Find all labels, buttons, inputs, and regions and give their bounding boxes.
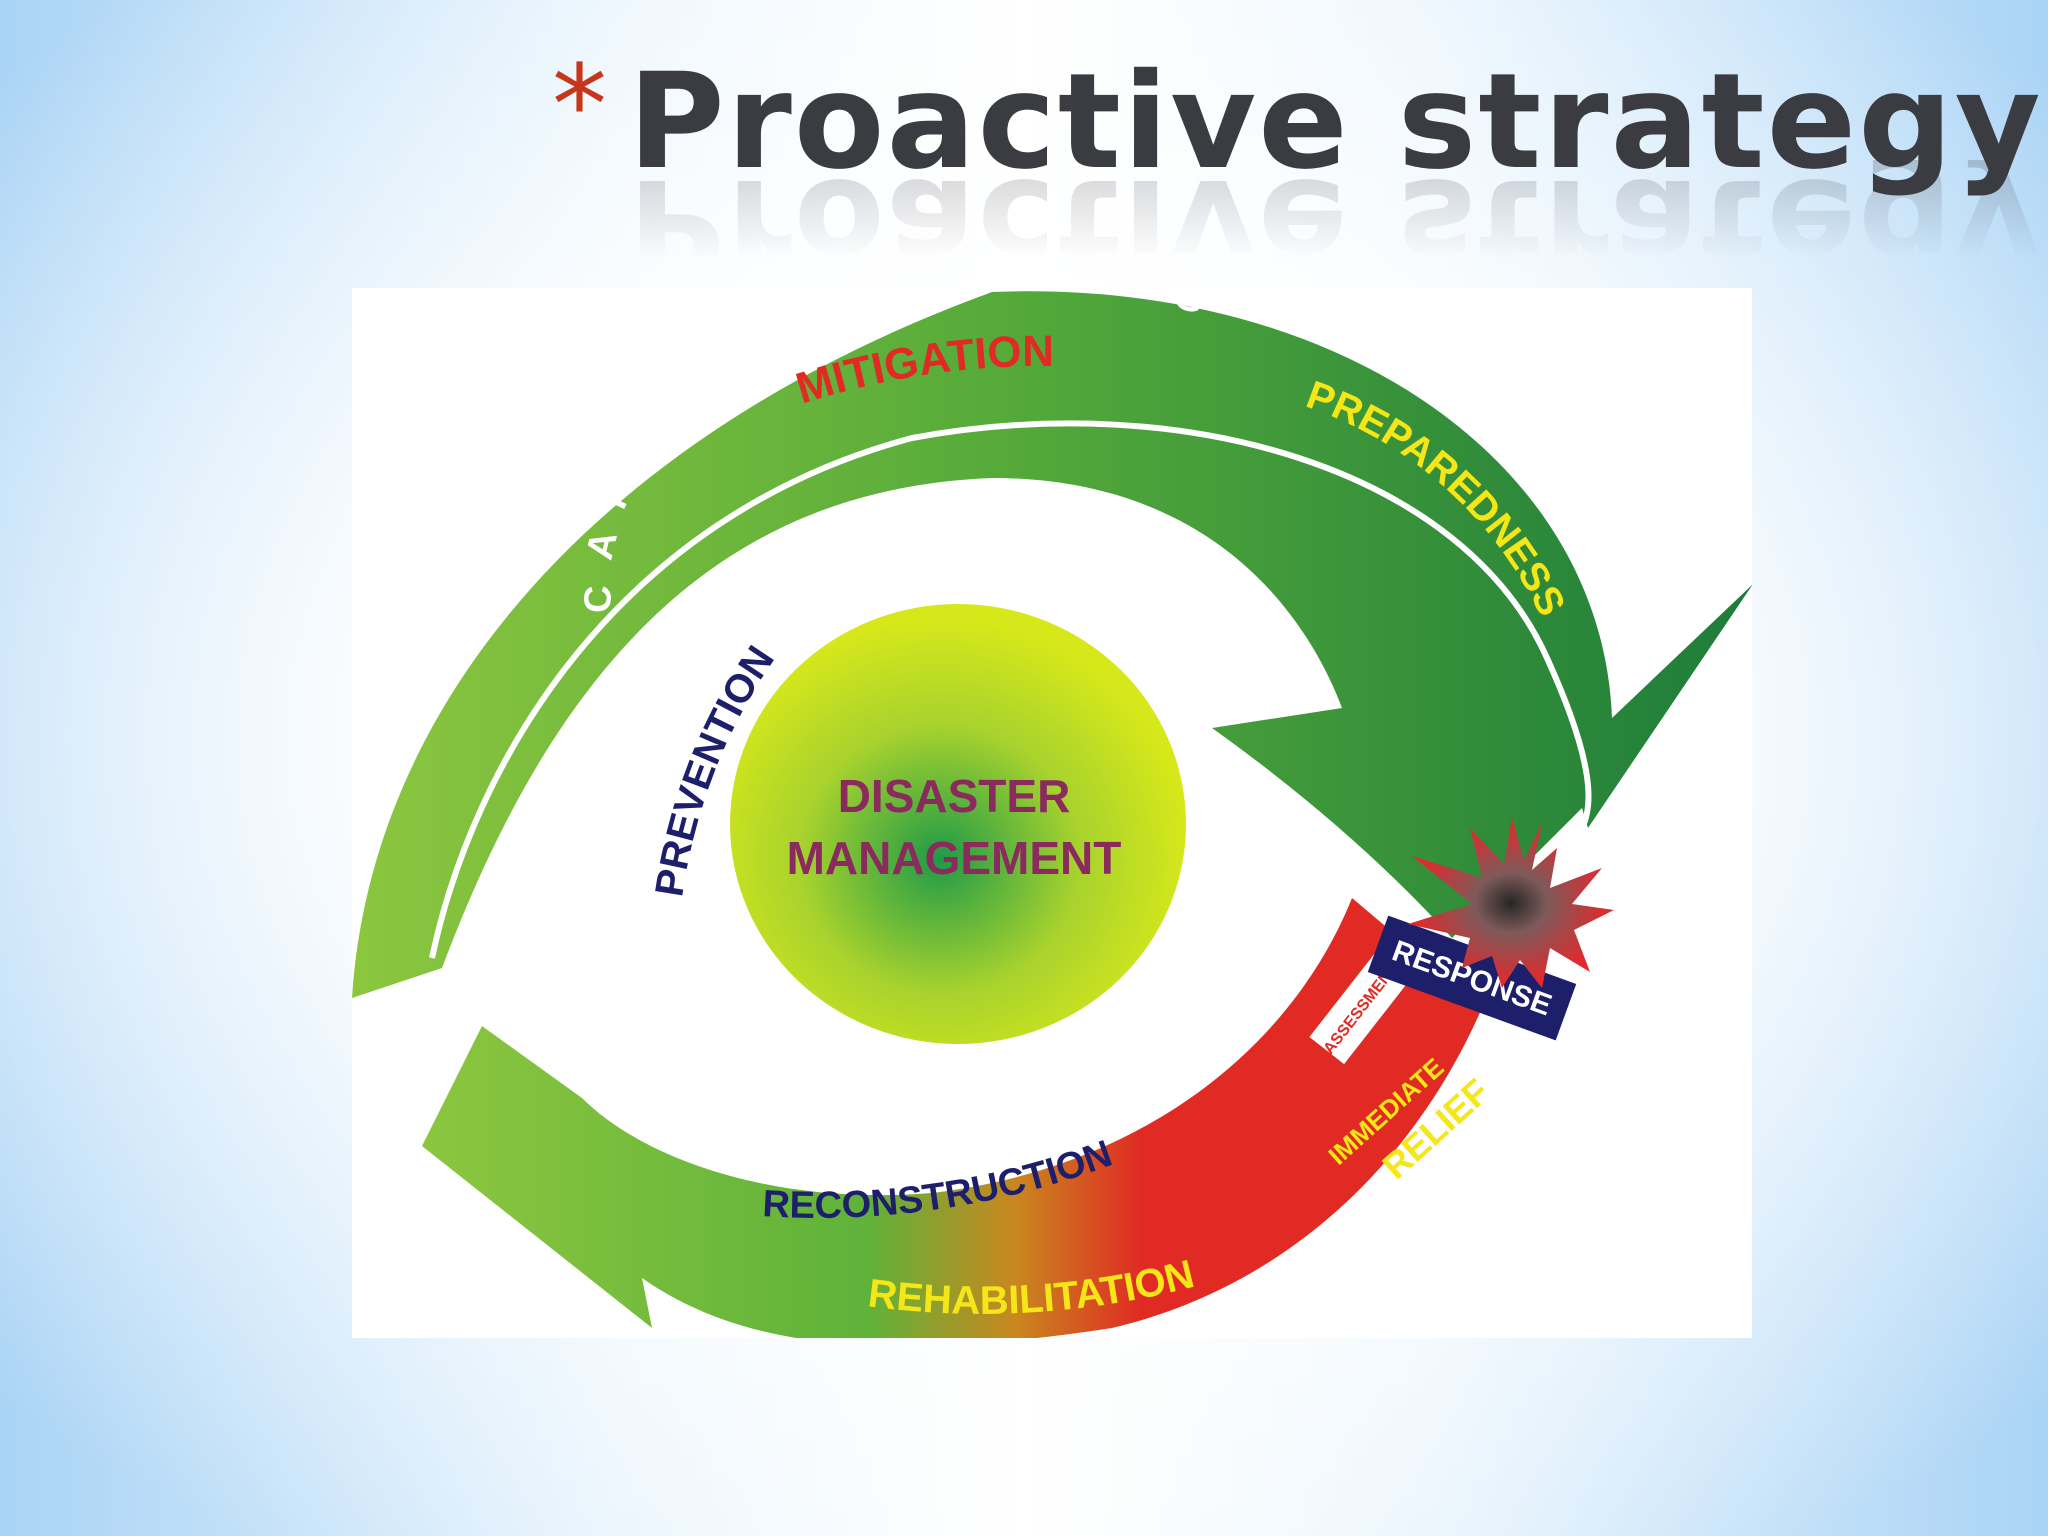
title-bullet: *: [552, 41, 607, 169]
top-arc-white-line: [429, 420, 1592, 959]
center-label-line-1: DISASTER: [838, 770, 1071, 822]
disaster-cycle-diagram: ASSESSMENT RESPONSE DISASTER MANAGEMENT …: [352, 288, 1752, 1338]
page-title-reflection: Proactive strategy: [628, 149, 2043, 303]
center-circle: [730, 604, 1186, 1044]
bottom-arc-arrow: [422, 898, 1482, 1338]
top-arc-arrow: [352, 291, 1752, 998]
diagram-canvas: ASSESSMENT RESPONSE DISASTER MANAGEMENT …: [352, 288, 1752, 1338]
page-title: Proactive strategy: [628, 45, 2043, 199]
center-label-line-2: MANAGEMENT: [787, 832, 1122, 884]
slide-title: * Proactive strategy Proactive strategy: [552, 41, 2043, 303]
disaster-explosion-icon: [1408, 818, 1614, 988]
